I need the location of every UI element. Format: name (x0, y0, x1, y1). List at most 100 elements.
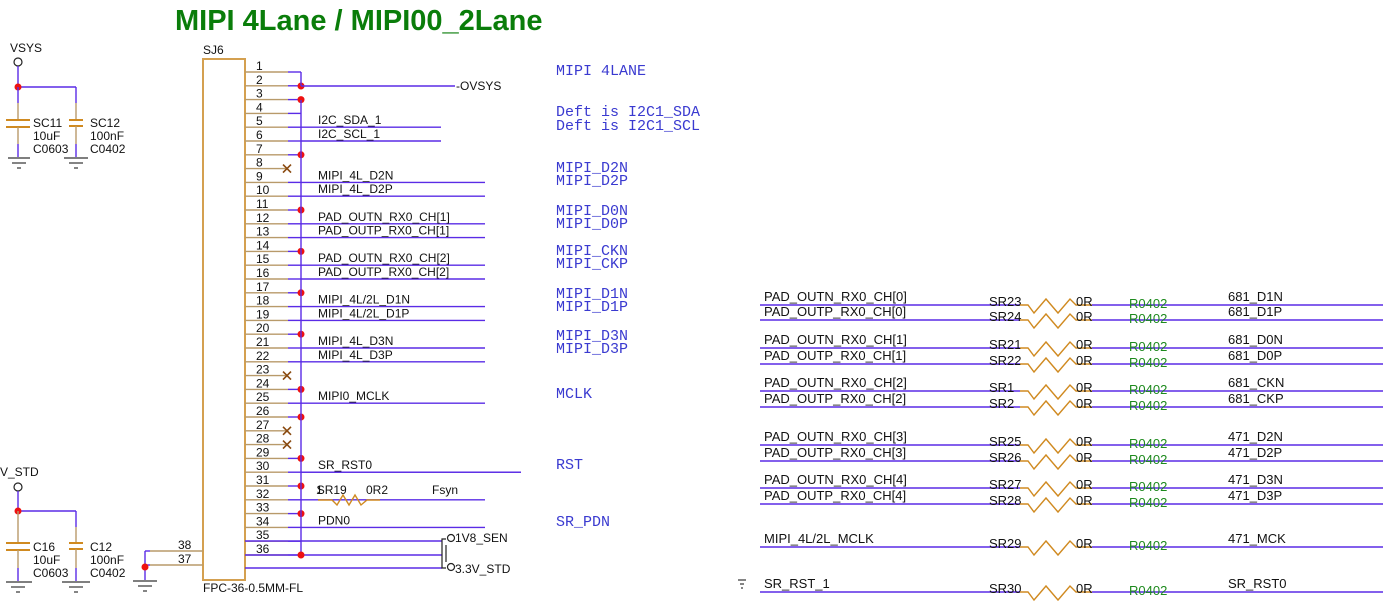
pin-number: 32 (256, 487, 270, 501)
vsys-port-icon (13, 57, 23, 67)
junction-dot (297, 551, 305, 559)
output-net-label: 471_MCK (1228, 531, 1286, 546)
cap-package: C0603 (33, 142, 69, 156)
cap-ref: SC11 (33, 116, 62, 130)
resistor-icon (1020, 383, 1092, 401)
resistor-value: 0R (1076, 309, 1093, 324)
resistor-package: R0402 (1129, 311, 1167, 326)
port-icon (446, 562, 456, 572)
ground-icon (133, 580, 157, 592)
net-label: PAD_OUTN_RX0_CH[2] (318, 251, 450, 265)
net-label: PAD_OUTN_RX0_CH[1] (318, 210, 450, 224)
input-net-label: PAD_OUTP_RX0_CH[1] (764, 348, 906, 363)
cap-package: C0402 (90, 142, 126, 156)
resistor-ref: SR25 (989, 434, 1022, 449)
pin-number: 21 (256, 335, 270, 349)
input-net-label: PAD_OUTN_RX0_CH[0] (764, 289, 907, 304)
resistor-value: 0R (1076, 493, 1093, 508)
resistor-ref: SR1 (989, 380, 1014, 395)
pin-number: 20 (256, 321, 270, 335)
cap-value: 10uF (33, 553, 60, 567)
output-net-label: 471_D2P (1228, 445, 1282, 460)
resistor-row: PAD_OUTN_RX0_CH[3] SR25 0R R0402 471_D2N (760, 429, 1383, 455)
input-net-label: PAD_OUTN_RX0_CH[4] (764, 472, 907, 487)
resistor-package: R0402 (1129, 339, 1167, 354)
net-label: I2C_SCL_1 (318, 127, 380, 141)
pin-number: 17 (256, 280, 270, 294)
cap-ref: SC12 (90, 116, 120, 130)
resistor-value: 0R (1076, 434, 1093, 449)
pin-number: 14 (256, 238, 270, 252)
input-net-label: MIPI_4L/2L_MCLK (764, 531, 874, 546)
resistor-ref: SR21 (989, 337, 1022, 352)
resistor-package: R0402 (1129, 436, 1167, 451)
output-net-label: 681_D0N (1228, 332, 1283, 347)
pin-number: 34 (256, 514, 270, 528)
pin-number: 18 (256, 294, 270, 308)
cap-value: 100nF (90, 129, 124, 143)
resistor-value: 0R (1076, 396, 1093, 411)
resistor-ref: SR28 (989, 493, 1022, 508)
resistor-value: 0R (1076, 477, 1093, 492)
ground-icon (6, 581, 32, 593)
ground-icon (64, 157, 88, 169)
resistor-package: R0402 (1129, 495, 1167, 510)
pin-number: 25 (256, 390, 270, 404)
no-connect-icon (282, 164, 292, 174)
input-net-label: PAD_OUTP_RX0_CH[4] (764, 488, 906, 503)
junction-dot (141, 563, 149, 571)
pin-number: 6 (256, 128, 263, 142)
input-net-label: PAD_OUTP_RX0_CH[3] (764, 445, 906, 460)
pin-number: 12 (256, 211, 270, 225)
fsyn-ref: 1SR19 (316, 483, 347, 497)
port-icon (446, 533, 456, 543)
net-label: MIPI_4L_D2N (318, 168, 393, 182)
junction-dot (297, 96, 305, 104)
output-net-label: 471_D3N (1228, 472, 1283, 487)
pin-number: 38 (178, 538, 192, 552)
output-net-label: 471_D2N (1228, 429, 1283, 444)
rail-3v3-label: 3.3V_STD (455, 562, 511, 576)
resistor-ref: SR27 (989, 477, 1022, 492)
input-net-label: PAD_OUTP_RX0_CH[2] (764, 391, 906, 406)
resistor-value: 0R (1076, 450, 1093, 465)
input-net-label: PAD_OUTN_RX0_CH[3] (764, 429, 907, 444)
pin-number: 5 (256, 114, 263, 128)
resistor-ref: SR26 (989, 450, 1022, 465)
pin-number: 1 (256, 59, 263, 73)
vsys-port-label: -OVSYS (456, 79, 501, 93)
pin-number: 2 (256, 73, 263, 87)
jumper-icon (441, 538, 446, 569)
output-net-label: SR_RST0 (1228, 576, 1287, 591)
note-text: Deft is I2C1_SDA (556, 104, 700, 121)
pin-number: 36 (256, 542, 270, 556)
pin-number: 4 (256, 100, 263, 114)
resistor-icon (1020, 340, 1092, 358)
cap-package: C0603 (33, 566, 69, 580)
fsyn-value: 0R2 (366, 483, 388, 497)
pin-number: 23 (256, 363, 270, 377)
note-text: MIPI_D1N (556, 286, 628, 303)
resistor-value: 0R (1076, 337, 1093, 352)
vstd-port-icon (13, 482, 23, 492)
pin-number: 37 (178, 552, 192, 566)
net-label: MIPI_4L_D2P (318, 182, 393, 196)
connector-ref: SJ6 (203, 43, 224, 57)
no-connect-icon (282, 371, 292, 381)
rail-1v8-label: 1V8_SEN (455, 531, 508, 545)
pin-number: 9 (256, 169, 263, 183)
pin-number: 19 (256, 307, 270, 321)
net-label: MIPI_4L/2L_D1N (318, 293, 410, 307)
input-net-label: SR_RST_1 (764, 576, 830, 591)
fsyn-net: Fsyn (432, 483, 458, 497)
resistor-icon (1020, 539, 1092, 557)
pin-number: 22 (256, 349, 270, 363)
resistor-package: R0402 (1129, 296, 1167, 311)
no-connect-icon (282, 440, 292, 450)
resistor-package: R0402 (1129, 355, 1167, 370)
note-text: MIPI_D0P (556, 216, 628, 233)
pin-number: 7 (256, 142, 263, 156)
